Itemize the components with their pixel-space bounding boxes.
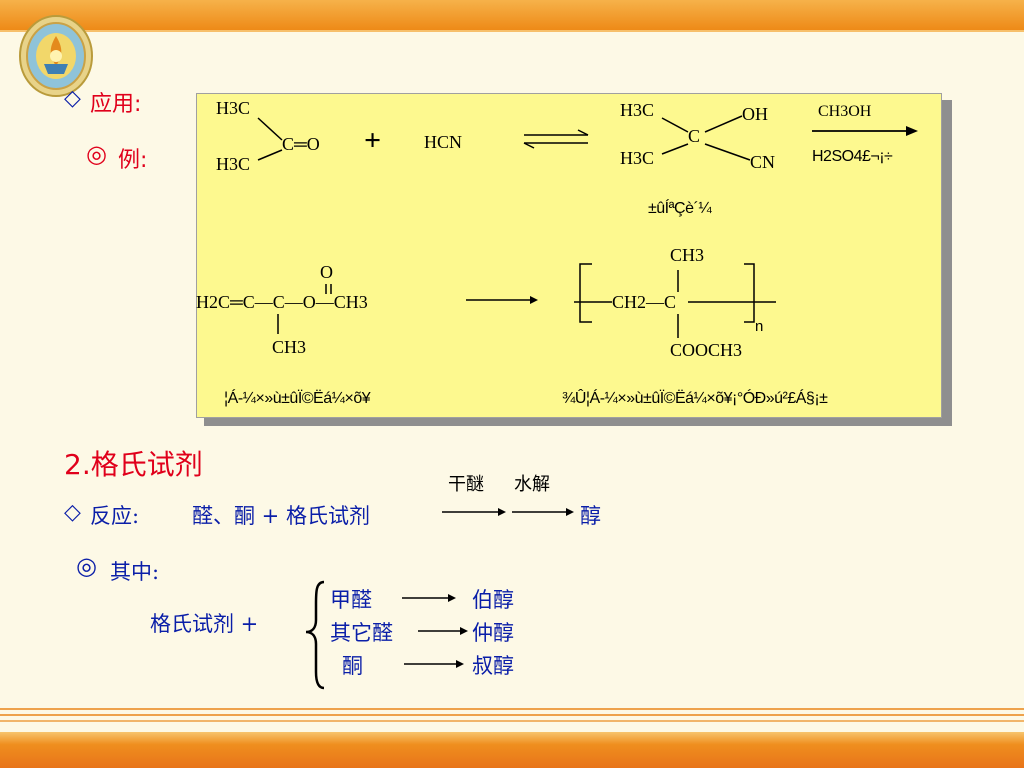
- grignard-reaction-expression: 醛、酮 + 格氏试剂: [192, 504, 370, 528]
- double-circle-icon: ◎: [86, 140, 107, 168]
- application-label: 应用:: [90, 92, 142, 117]
- cyanohydrin-methyl-top: H3C: [620, 100, 655, 120]
- ketone-methyl-bottom: H3C: [216, 154, 251, 174]
- plus-sign: +: [364, 124, 382, 157]
- hcn-reagent: HCN: [424, 132, 463, 152]
- cyanohydrin-methyl-bottom: H3C: [620, 148, 655, 168]
- example-label: 例:: [118, 148, 148, 173]
- condition-dry-ether: 干醚: [448, 474, 484, 495]
- top-banner: [0, 0, 1024, 30]
- bottom-stripe-2: [0, 714, 1024, 716]
- polymer-caption: ¾Û¦Á-¼×»ù±ûÏ©Ëá¼×õ¥¡°ÓÐ»ú²£Á§¡±: [562, 390, 828, 407]
- bottom-banner: [0, 732, 1024, 768]
- case-reactant-formaldehyde: 甲醛: [330, 588, 372, 612]
- reaction-box: [196, 93, 942, 418]
- polymer-methyl: CH3: [670, 245, 705, 265]
- methacrylate-methyl: CH3: [272, 337, 307, 357]
- ketone-carbonyl: C═O: [282, 134, 320, 154]
- double-circle-icon-2: ◎: [76, 552, 97, 580]
- cyanohydrin-cyano: CN: [750, 152, 776, 172]
- reaction-label: 反应:: [90, 504, 140, 528]
- diamond-icon: ◇: [64, 86, 81, 111]
- section-title: 2.格氏试剂: [64, 448, 203, 481]
- methacrylate-backbone: H2C═C—C—O—CH3: [196, 292, 368, 312]
- monomer-caption: ¦Á-¼×»ù±ûÏ©Ëá¼×õ¥: [224, 390, 371, 407]
- condition-hydrolysis: 水解: [514, 474, 550, 495]
- reaction-product-alcohol: 醇: [580, 504, 601, 528]
- among-label: 其中:: [110, 560, 160, 584]
- conditions-acid-heat: H2SO4£¬¡÷: [812, 148, 893, 165]
- cyanohydrin-caption: ±ûÍªÇè´¼: [648, 200, 712, 217]
- bottom-stripe-1: [0, 708, 1024, 710]
- polymer-repeat-n: n: [755, 318, 764, 335]
- case-reactant-ketone: 酮: [342, 654, 363, 678]
- cyanohydrin-hydroxyl: OH: [742, 104, 768, 124]
- case-product-tertiary: 叔醇: [472, 654, 514, 678]
- carbonyl-oxygen: O: [320, 262, 333, 282]
- ketone-methyl-top: H3C: [216, 98, 251, 118]
- case-product-secondary: 仲醇: [472, 621, 514, 645]
- polymer-ester: COOCH3: [670, 340, 743, 360]
- top-divider: [0, 30, 1024, 32]
- polymer-chain: CH2—C: [612, 292, 677, 312]
- diamond-icon-2: ◇: [64, 500, 81, 525]
- conditions-methanol: CH3OH: [818, 103, 872, 120]
- grignard-left-term: 格氏试剂 +: [150, 612, 259, 636]
- case-reactant-other-aldehyde: 其它醛: [330, 621, 393, 645]
- bottom-stripe-3: [0, 720, 1024, 722]
- cyanohydrin-carbon: C: [688, 126, 701, 146]
- university-logo-icon: [19, 15, 93, 97]
- case-product-primary: 伯醇: [472, 588, 514, 612]
